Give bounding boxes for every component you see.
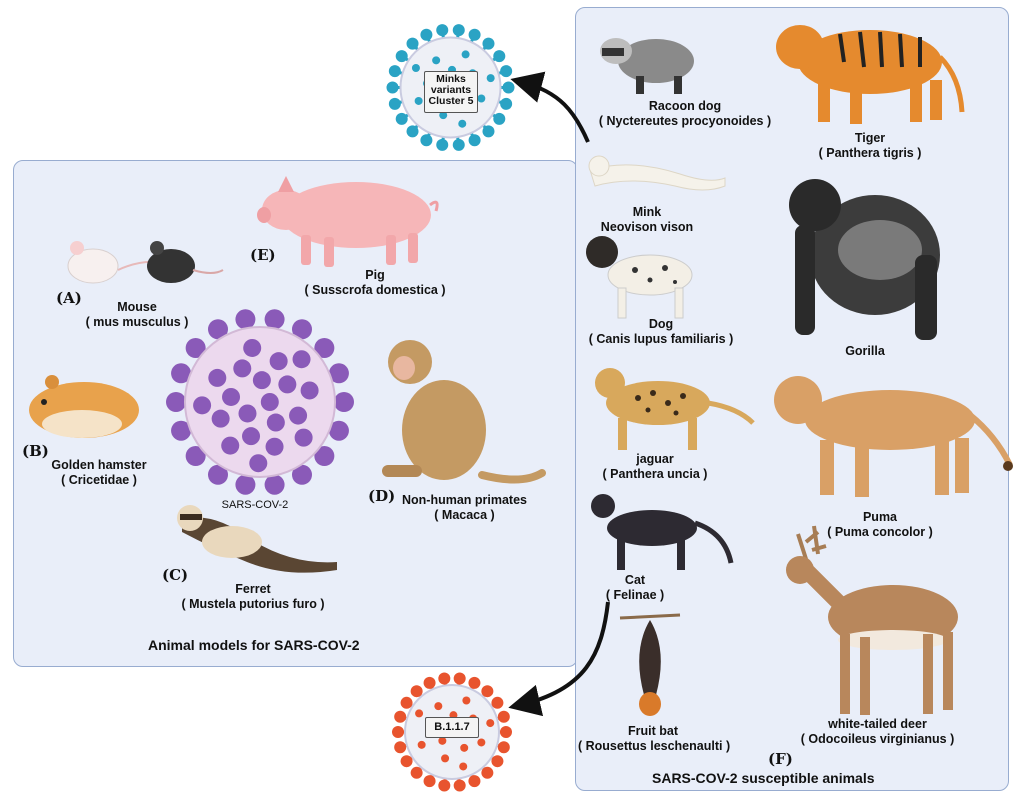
ferret-name: Ferret xyxy=(163,582,343,597)
jaguar-icon xyxy=(588,358,758,453)
fruit-bat-name: Fruit bat xyxy=(578,724,728,739)
jaguar-name: jaguar xyxy=(585,452,725,467)
dog-label: Dog ( Canis lupus familiaris ) xyxy=(576,317,746,347)
dog-icon xyxy=(580,230,710,320)
hamster-icon xyxy=(22,372,144,442)
macaca-name: Non-human primates xyxy=(392,493,537,508)
racoon-dog-label: Racoon dog ( Nyctereutes procyonoides ) xyxy=(580,99,790,129)
ferret-label: Ferret ( Mustela putorius furo ) xyxy=(163,582,343,612)
tiger-name: Tiger xyxy=(795,131,945,146)
puma-icon xyxy=(770,370,1015,500)
ferret-latin: ( Mustela putorius furo ) xyxy=(163,597,343,612)
cat-latin: ( Felinae ) xyxy=(585,588,685,603)
macaca-label: Non-human primates ( Macaca ) xyxy=(392,493,537,523)
deer-label: white-tailed deer ( Odocoileus virginian… xyxy=(790,717,965,747)
mink-name: Mink xyxy=(597,205,697,220)
animal-models-title: Animal models for SARS-COV-2 xyxy=(148,637,360,653)
susceptible-letter: (F) xyxy=(768,750,793,768)
pig-latin: ( Susscrofa domestica ) xyxy=(290,283,460,298)
pig-label: Pig ( Susscrofa domestica ) xyxy=(290,268,460,298)
deer-latin: ( Odocoileus virginianus ) xyxy=(790,732,965,747)
fruit-bat-latin: ( Rousettus leschenaulti ) xyxy=(578,739,728,754)
cat-icon xyxy=(587,488,735,573)
fruit-bat-label: Fruit bat ( Rousettus leschenaulti ) xyxy=(578,724,728,754)
pig-icon xyxy=(256,170,442,270)
ferret-icon xyxy=(172,500,344,582)
tiger-icon xyxy=(770,12,965,127)
macaca-latin: ( Macaca ) xyxy=(392,508,537,523)
hamster-latin: ( Cricetidae ) xyxy=(34,473,164,488)
racoon-dog-latin: ( Nyctereutes procyonoides ) xyxy=(580,114,790,129)
pig-name: Pig xyxy=(290,268,460,283)
hamster-label: Golden hamster ( Cricetidae ) xyxy=(34,458,164,488)
hamster-name: Golden hamster xyxy=(34,458,164,473)
sars-cov-2-virus-icon xyxy=(160,302,360,502)
mouse-icon xyxy=(63,236,228,291)
tiger-latin: ( Panthera tigris ) xyxy=(795,146,945,161)
fruit-bat-icon xyxy=(620,612,680,720)
mink-icon xyxy=(585,150,730,205)
deer-icon xyxy=(778,522,968,717)
cat-name: Cat xyxy=(585,573,685,588)
arrow-to-minks-variant xyxy=(522,82,588,142)
cat-label: Cat ( Felinae ) xyxy=(585,573,685,603)
pig-letter: (E) xyxy=(250,246,276,264)
tiger-label: Tiger ( Panthera tigris ) xyxy=(795,131,945,161)
racoon-dog-icon xyxy=(596,26,700,96)
gorilla-label: Gorilla xyxy=(815,344,915,359)
gorilla-icon xyxy=(775,165,950,345)
macaca-icon xyxy=(372,330,547,490)
jaguar-latin: ( Panthera uncia ) xyxy=(585,467,725,482)
dog-latin: ( Canis lupus familiaris ) xyxy=(576,332,746,347)
arrow-to-b117-variant xyxy=(520,602,608,705)
susceptible-animals-title: SARS-COV-2 susceptible animals xyxy=(652,770,875,786)
dog-name: Dog xyxy=(576,317,746,332)
jaguar-label: jaguar ( Panthera uncia ) xyxy=(585,452,725,482)
racoon-dog-name: Racoon dog xyxy=(580,99,790,114)
deer-name: white-tailed deer xyxy=(790,717,965,732)
